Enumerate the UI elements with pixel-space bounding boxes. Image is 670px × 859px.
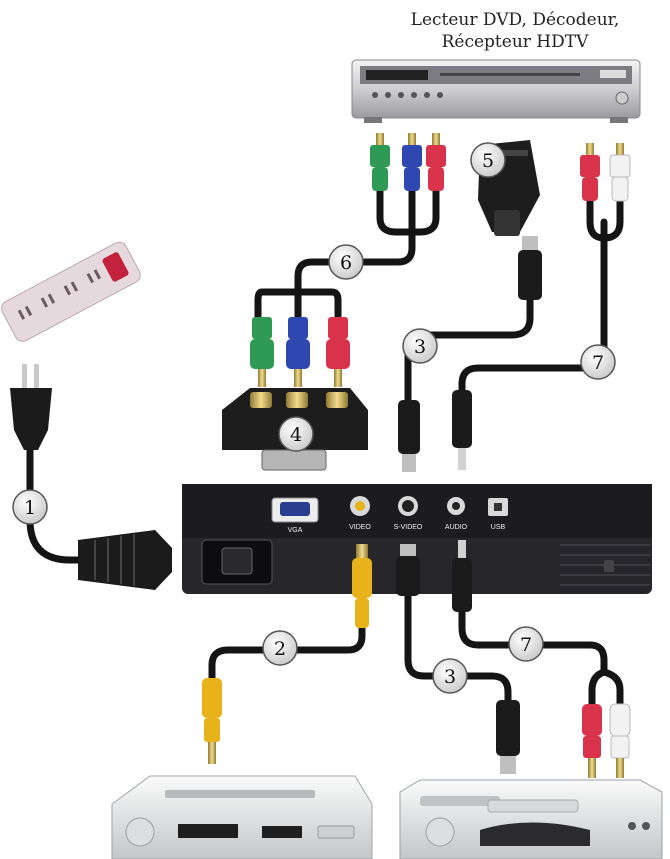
svg-text:6: 6 xyxy=(340,252,352,274)
port-label-usb: USB xyxy=(491,524,506,531)
callout-7-bottom: 7 xyxy=(508,626,544,662)
audio-plugs-dvd xyxy=(582,703,631,778)
svg-text:3: 3 xyxy=(414,336,426,358)
callout-1: 1 xyxy=(12,489,48,525)
callout-4: 4 xyxy=(278,416,314,452)
port-label-video: VIDEO xyxy=(349,524,371,531)
component-plugs-bottom xyxy=(250,317,350,387)
dvd-player-top xyxy=(351,59,641,123)
svg-text:4: 4 xyxy=(290,424,302,446)
video-plug-bottom xyxy=(352,544,372,628)
svideo-plug-bottom xyxy=(396,544,420,596)
audio-plug-middle xyxy=(452,390,472,470)
component-plugs-top xyxy=(370,133,446,191)
svg-text:3: 3 xyxy=(444,666,456,688)
svg-text:7: 7 xyxy=(520,634,532,656)
svg-text:2: 2 xyxy=(274,638,286,660)
port-label-audio: AUDIO xyxy=(445,524,468,531)
source-device-label: Lecteur DVD, Décodeur, Récepteur HDTV xyxy=(380,9,650,53)
audio-plug-bottom xyxy=(452,540,472,612)
vcr xyxy=(111,775,373,859)
port-label-vga: VGA xyxy=(288,527,303,534)
svideo-plug-dvd xyxy=(496,700,520,774)
source-label-line2: Récepteur HDTV xyxy=(441,32,589,52)
power-strip xyxy=(1,241,141,342)
callout-7-top: 7 xyxy=(580,344,616,380)
svg-text:7: 7 xyxy=(592,352,604,374)
svideo-plug-middle xyxy=(398,400,420,472)
power-plug xyxy=(10,364,52,450)
callout-3-bottom: 3 xyxy=(432,658,468,694)
port-label-svideo: S-VIDEO xyxy=(394,524,423,531)
callout-6: 6 xyxy=(328,244,364,280)
projector: VGA VIDEO S-VIDEO AUDIO USB xyxy=(182,484,652,594)
source-label-line1: Lecteur DVD, Décodeur, xyxy=(410,10,620,30)
audio-plugs-top xyxy=(580,143,631,202)
iec-power-connector xyxy=(78,530,172,590)
svg-text:5: 5 xyxy=(482,150,494,172)
video-plug-vcr xyxy=(202,678,222,764)
callout-2: 2 xyxy=(262,630,298,666)
svg-text:1: 1 xyxy=(24,497,36,519)
callout-3-top: 3 xyxy=(402,328,438,364)
svideo-plug-top xyxy=(518,236,542,300)
callout-5: 5 xyxy=(470,142,506,178)
dvd-player-bottom xyxy=(399,779,663,859)
callouts: 1 2 3 3 4 5 6 7 xyxy=(12,142,616,694)
